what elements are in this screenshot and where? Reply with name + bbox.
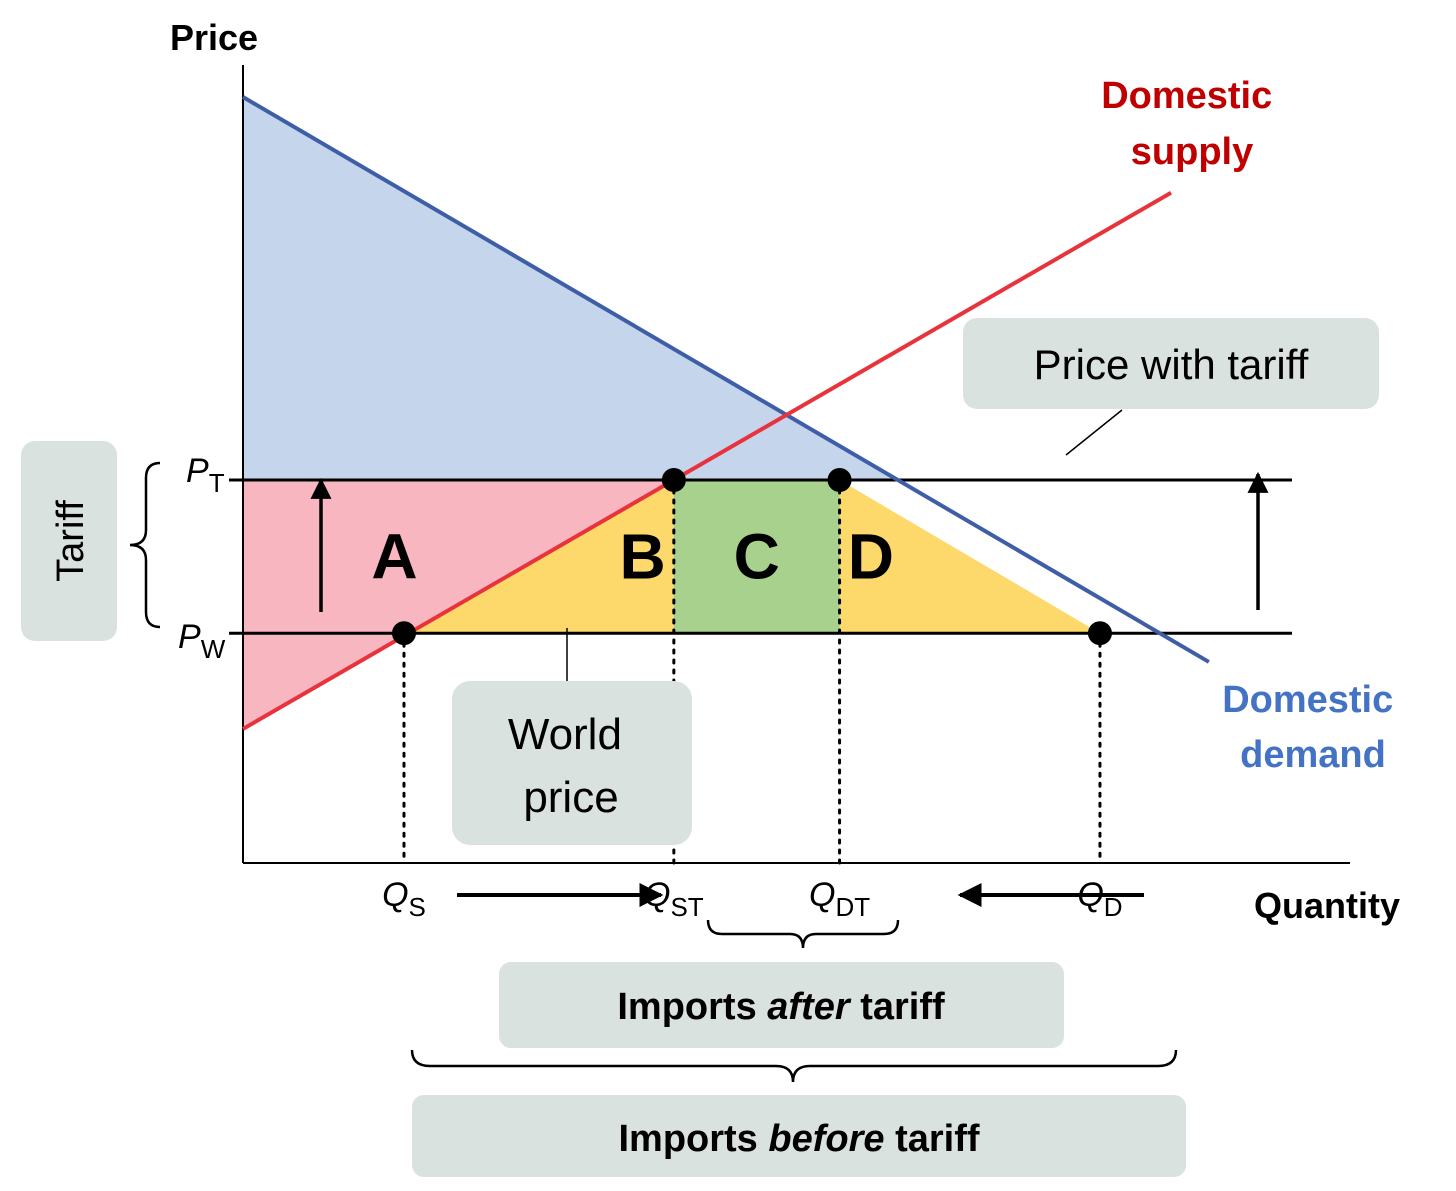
region-label-c: C [734, 521, 780, 593]
region-label-d: D [848, 521, 894, 593]
world-price-line-1: World [508, 710, 622, 759]
world-price-line-2: price [523, 773, 618, 822]
demand-curve [241, 95, 1210, 664]
quantity-label-qst: QST [644, 876, 704, 922]
demand-label-line-2: demand [1240, 734, 1386, 776]
demand-series-label: Domestic demand [1222, 679, 1404, 776]
axes [242, 65, 1350, 864]
quantity-symbol-qdt: Q [809, 876, 835, 914]
world-price-subscript: W [201, 634, 226, 664]
quantity-symbol-qs: Q [382, 876, 408, 914]
imports-after-box [499, 962, 1064, 1048]
quantity-label-qd: QD [1077, 876, 1122, 922]
quantity-subscript-qdt: DT [835, 892, 870, 922]
imports-before-callout: Imports before tariff [412, 1095, 1186, 1177]
imports-after-pre: Imports [617, 986, 767, 1028]
world-price-tick-label: PW [178, 618, 226, 664]
imports-before-emph: before [768, 1118, 884, 1160]
imports-after-brace [706, 919, 900, 949]
region-label-b: B [619, 521, 665, 593]
tariff-price-symbol: P [186, 452, 209, 490]
supply-series-label: Domestic supply [1101, 75, 1283, 173]
imports-after-post: tariff [850, 986, 945, 1028]
price-with-tariff-text: Price with tariff [1034, 341, 1309, 388]
tariff-callout-box [21, 441, 117, 641]
quantity-subscript-qst: ST [670, 892, 703, 922]
world-price-symbol: P [178, 618, 201, 656]
imports-before-text: Imports before tariff [618, 1118, 979, 1160]
imports-before-box [412, 1095, 1186, 1177]
y-axis-label: Price [170, 17, 258, 58]
region-c [673, 480, 840, 634]
point-qst [661, 468, 686, 492]
quantity-label-qs: QS [382, 876, 426, 922]
tariff-price-subscript: T [209, 468, 225, 498]
supply-label-line-2: supply [1131, 131, 1253, 173]
imports-before-pre: Imports [618, 1118, 768, 1160]
supply-label-line-1: Domestic [1101, 75, 1272, 117]
imports-before-post: tariff [885, 1118, 980, 1160]
point-qs [391, 621, 416, 646]
world-price-callout: World price [452, 628, 692, 845]
tariff-brace [129, 461, 161, 629]
intersection-points [391, 468, 1112, 646]
world-price-text: World price [508, 710, 634, 822]
region-label-a: A [371, 521, 417, 593]
price-with-tariff-leader [1065, 409, 1123, 456]
point-qdt [827, 468, 852, 492]
x-axis-label: Quantity [1254, 885, 1400, 926]
quantity-subscript-qs: S [409, 892, 426, 922]
imports-after-callout: Imports after tariff [499, 962, 1064, 1048]
world-price-box [452, 681, 692, 845]
imports-after-emph: after [767, 986, 852, 1028]
demand-label-line-1: Domestic [1222, 679, 1393, 721]
point-qd [1087, 621, 1112, 646]
price-with-tariff-callout: Price with tariff [963, 318, 1379, 456]
tariff-price-tick-label: PT [186, 452, 225, 498]
quantity-subscript-qd: D [1104, 892, 1123, 922]
region-d [839, 480, 1100, 634]
quantity-label-qdt: QDT [809, 876, 870, 922]
tariff-callout: Tariff [21, 441, 117, 641]
imports-before-brace [410, 1049, 1178, 1083]
imports-after-text: Imports after tariff [617, 986, 945, 1028]
price-with-tariff-box [963, 318, 1379, 409]
tariff-callout-text: Tariff [50, 500, 92, 582]
